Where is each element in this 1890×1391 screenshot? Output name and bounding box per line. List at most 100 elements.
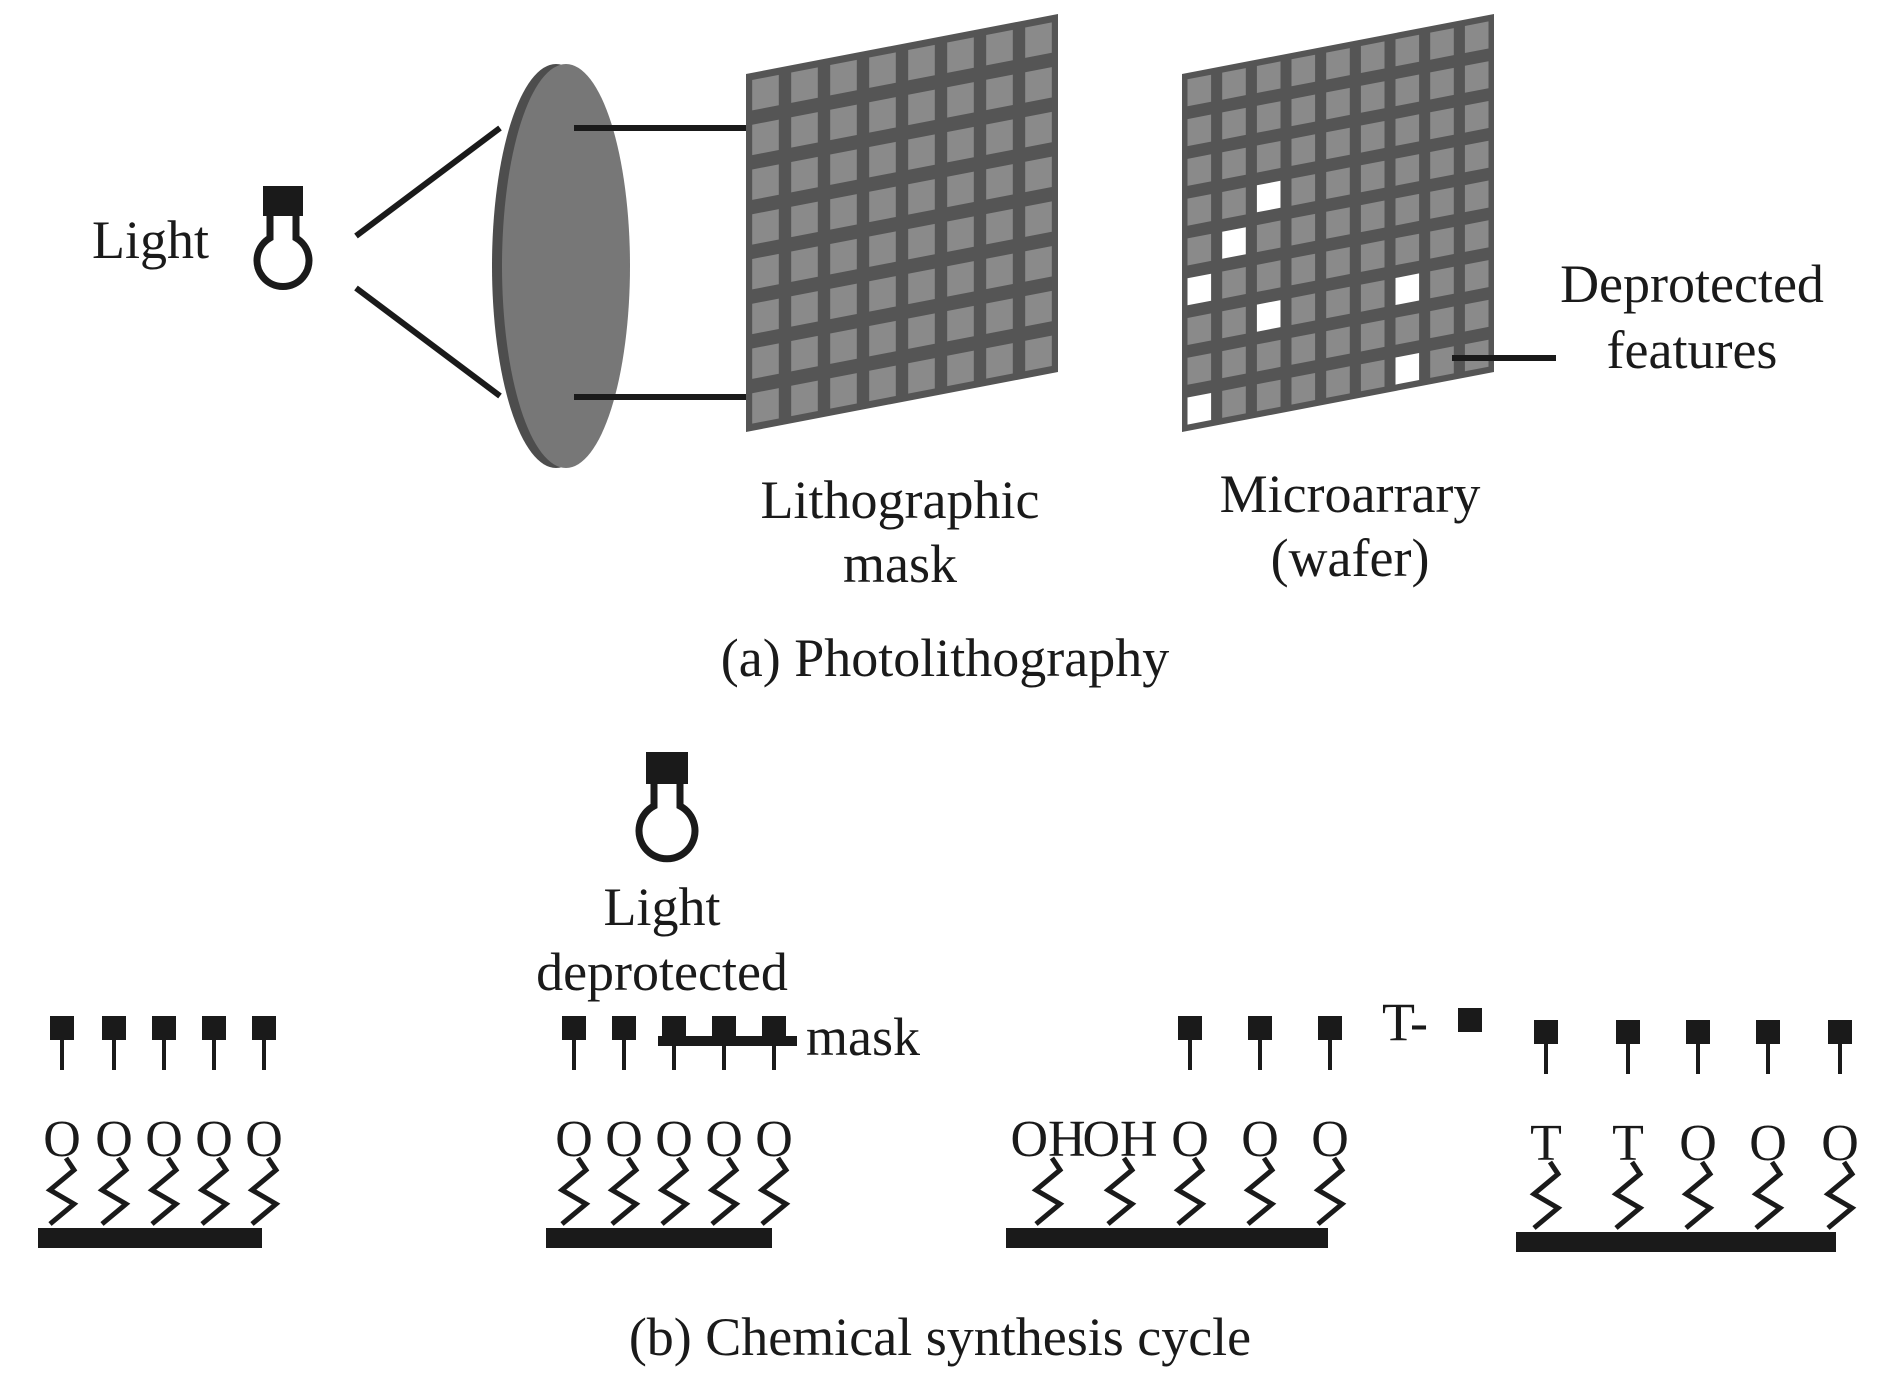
light-bulb-icon <box>635 752 699 863</box>
grid-cell <box>1360 319 1385 352</box>
protecting-group <box>712 1016 736 1040</box>
grid-cell <box>1326 326 1350 359</box>
deprotected-feature <box>1395 273 1420 305</box>
wafer-label-line2: (wafer) <box>1271 528 1430 588</box>
grid-cell <box>830 59 857 96</box>
light-label: Light <box>92 210 209 270</box>
grid-cell <box>869 365 896 402</box>
grid-cell <box>869 141 896 178</box>
grid-cell <box>1464 21 1489 53</box>
grid-cell <box>1256 220 1281 253</box>
linker-group-label: O <box>655 1111 693 1168</box>
grid-cell <box>791 112 818 148</box>
grid-cell <box>830 104 857 141</box>
light-label-b-line2: deprotected <box>536 942 788 1002</box>
grid-cell <box>1395 233 1420 266</box>
grid-cell <box>1430 306 1454 339</box>
grid-cell <box>869 231 896 267</box>
linker <box>707 1156 741 1226</box>
grid-cell <box>752 388 779 424</box>
grid-cell <box>1187 353 1212 385</box>
linker-group-label: O <box>555 1111 593 1168</box>
grid-cell <box>1326 127 1350 160</box>
grid-cell <box>1430 227 1454 259</box>
grid-cell <box>869 276 896 312</box>
linker-group-label: T <box>1612 1115 1644 1172</box>
grid-cell <box>830 238 857 275</box>
reagent-label: T- <box>1382 992 1428 1052</box>
grid-cell <box>1291 373 1316 405</box>
deprotected-feature <box>1256 300 1281 332</box>
mask-label-line1: Lithographic <box>761 470 1040 530</box>
grid-cell <box>1025 111 1052 148</box>
grid-cell <box>1025 335 1052 372</box>
protecting-group <box>662 1016 686 1040</box>
grid-cell <box>1395 74 1420 107</box>
grid-cell <box>1187 74 1212 107</box>
grid-cell <box>1326 87 1350 120</box>
linker-group-label: OH <box>1082 1111 1157 1168</box>
linker-group-label: O <box>1749 1115 1787 1172</box>
features-label-line1: Deprotected <box>1560 254 1824 314</box>
wafer-label-line1: Microarrary <box>1220 464 1481 524</box>
grid-cell <box>791 246 818 282</box>
deprotected-feature <box>1395 353 1420 385</box>
grid-cell <box>1360 121 1385 153</box>
grid-cell <box>1395 34 1420 67</box>
lithographic-mask <box>746 14 1058 432</box>
grid-cell <box>1222 386 1246 418</box>
deprotected-feature <box>1256 180 1281 213</box>
grid-cell <box>1025 246 1052 282</box>
linker <box>97 1156 131 1226</box>
grid-cell <box>1360 81 1385 113</box>
grid-cell <box>1464 61 1489 93</box>
deprotected-feature <box>1187 273 1212 306</box>
grid-cell <box>1187 114 1212 147</box>
substrate <box>1516 1232 1836 1252</box>
grid-cell <box>1430 147 1454 179</box>
grid-cell <box>1256 339 1281 372</box>
linker <box>557 1156 591 1226</box>
grid-cell <box>1222 346 1246 379</box>
protecting-group <box>1686 1020 1710 1044</box>
grid-cell <box>1395 114 1420 146</box>
grid-cell <box>908 44 935 81</box>
linker <box>247 1156 281 1226</box>
grid-cell <box>1326 167 1350 199</box>
protecting-group <box>762 1016 786 1040</box>
linker <box>1751 1160 1785 1230</box>
grid-cell <box>1187 194 1212 226</box>
grid-cell <box>1222 147 1246 180</box>
grid-cell <box>1430 187 1454 219</box>
protecting-group <box>1756 1020 1780 1044</box>
grid-cell <box>1222 187 1246 219</box>
grid-cell <box>947 171 974 208</box>
linker <box>197 1156 231 1226</box>
protecting-group <box>1828 1020 1852 1044</box>
protecting-group <box>50 1016 74 1040</box>
grid-cell <box>752 343 779 379</box>
protecting-group <box>1318 1016 1342 1040</box>
linker-group-label: O <box>95 1111 133 1168</box>
grid-cell <box>1360 200 1385 233</box>
grid-cell <box>1464 260 1489 292</box>
linker <box>1681 1160 1715 1230</box>
grid-cell <box>986 208 1013 245</box>
linker-group-label: O <box>43 1111 81 1168</box>
grid-cell <box>1025 201 1052 237</box>
grid-cell <box>1464 299 1489 332</box>
grid-cell <box>1430 67 1454 100</box>
grid-cell <box>986 74 1013 111</box>
light-ray-lower <box>354 285 502 399</box>
grid-cell <box>1326 48 1350 80</box>
grid-cell <box>869 52 896 88</box>
grid-cell <box>791 380 818 417</box>
grid-cell <box>947 305 974 342</box>
grid-cell <box>1360 280 1385 312</box>
substrate <box>1006 1228 1328 1248</box>
grid-cell <box>869 97 896 133</box>
grid-cell <box>1395 313 1420 345</box>
linker <box>1611 1160 1645 1230</box>
mask-label-line2: mask <box>843 534 957 594</box>
